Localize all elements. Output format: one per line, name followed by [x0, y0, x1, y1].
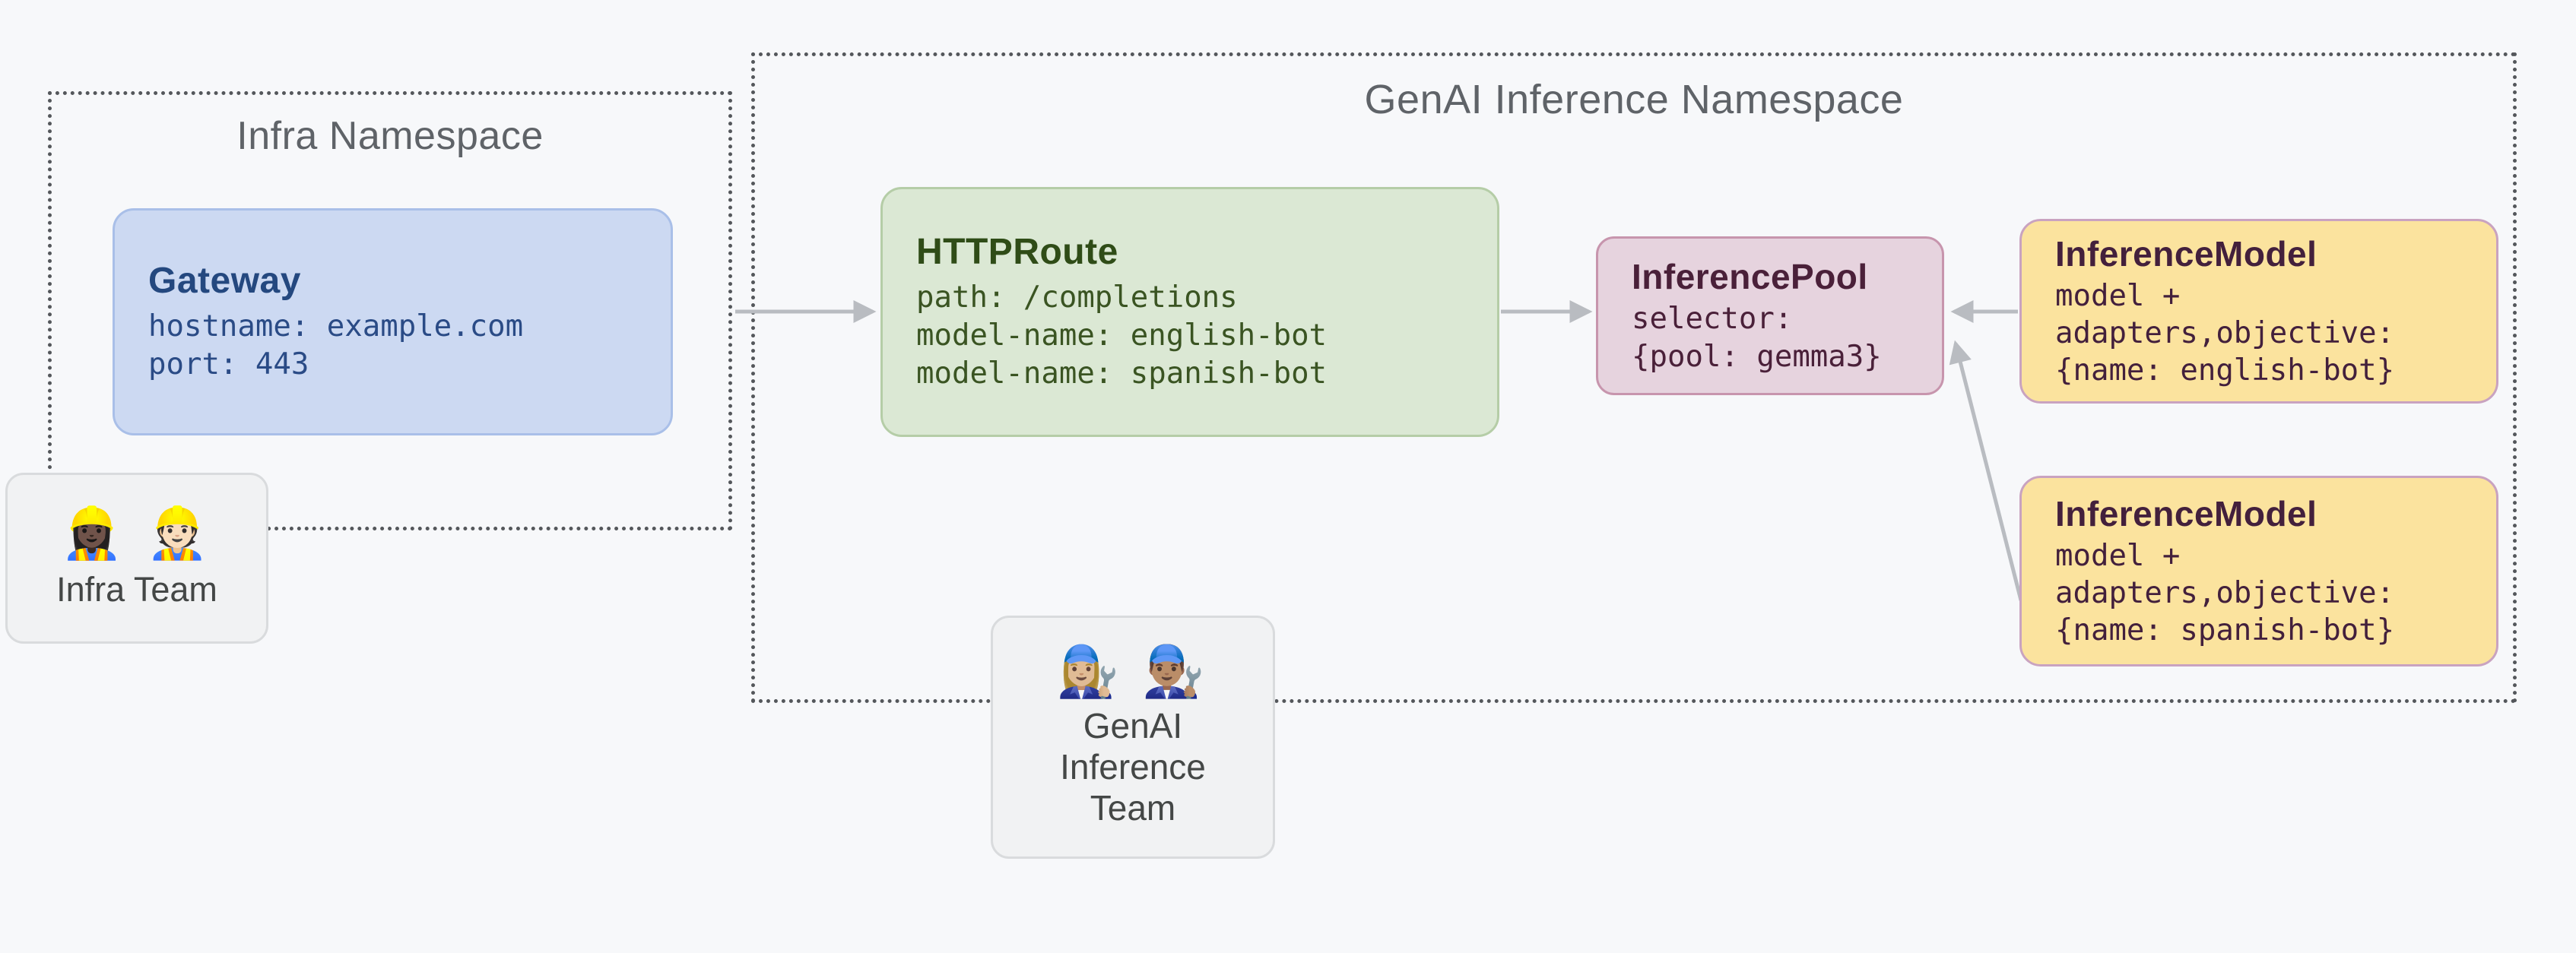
httproute-path-line: path: /completions [916, 280, 1238, 315]
inferencemodel-spanish-node: InferenceModel model + adapters,objectiv… [2019, 476, 2498, 666]
inferencemodel-english-model-line: model + [2055, 279, 2181, 313]
inferencemodel-spanish-title: InferenceModel [2055, 494, 2317, 533]
genai-inference-namespace-title: GenAI Inference Namespace [1364, 77, 1904, 122]
inferencemodel-spanish-model-line: model + [2055, 539, 2181, 573]
genai-inference-team-label: GenAI Inference Team [1060, 705, 1206, 828]
genai-inference-namespace-box: GenAI Inference Namespace [751, 52, 2517, 703]
inferencemodel-english-title: InferenceModel [2055, 234, 2317, 274]
httproute-node: HTTPRoute path: /completions model-name:… [880, 187, 1499, 437]
inferencepool-title: InferencePool [1632, 256, 1868, 296]
infra-team-card: 👷🏿‍♀️ 👷🏻 Infra Team [5, 473, 268, 644]
inferencemodel-spanish-adapters-line: adapters,objective: [2055, 576, 2395, 610]
inferencemodel-english-adapters-line: adapters,objective: [2055, 316, 2395, 350]
construction-worker-emojis-icon: 👷🏿‍♀️ 👷🏻 [60, 504, 214, 561]
infra-team-label: Infra Team [56, 569, 217, 609]
httproute-title: HTTPRoute [916, 232, 1118, 272]
infra-namespace-title: Infra Namespace [236, 114, 544, 158]
infra-namespace-box: Infra Namespace [48, 91, 732, 530]
gateway-port-line: port: 443 [148, 347, 309, 382]
httproute-model-english-line: model-name: english-bot [916, 318, 1328, 353]
gateway-hostname-line: hostname: example.com [148, 309, 524, 344]
genai-inference-team-card: 👩🏼‍🔧 👨🏽‍🔧 GenAI Inference Team [991, 616, 1275, 859]
httproute-model-spanish-line: model-name: spanish-bot [916, 356, 1328, 391]
gateway-node: Gateway hostname: example.com port: 443 [113, 208, 673, 435]
inferencepool-node: InferencePool selector: {pool: gemma3} [1596, 236, 1944, 395]
mechanic-emojis-icon: 👩🏼‍🔧 👨🏽‍🔧 [1056, 642, 1210, 699]
inferencemodel-english-name-line: {name: english-bot} [2055, 353, 2395, 388]
inferencepool-selector-line: selector: [1632, 301, 1793, 336]
inferencemodel-spanish-name-line: {name: spanish-bot} [2055, 613, 2395, 647]
inferencemodel-english-node: InferenceModel model + adapters,objectiv… [2019, 219, 2498, 404]
inferencepool-pool-line: {pool: gemma3} [1632, 339, 1882, 374]
gateway-title: Gateway [148, 261, 301, 301]
